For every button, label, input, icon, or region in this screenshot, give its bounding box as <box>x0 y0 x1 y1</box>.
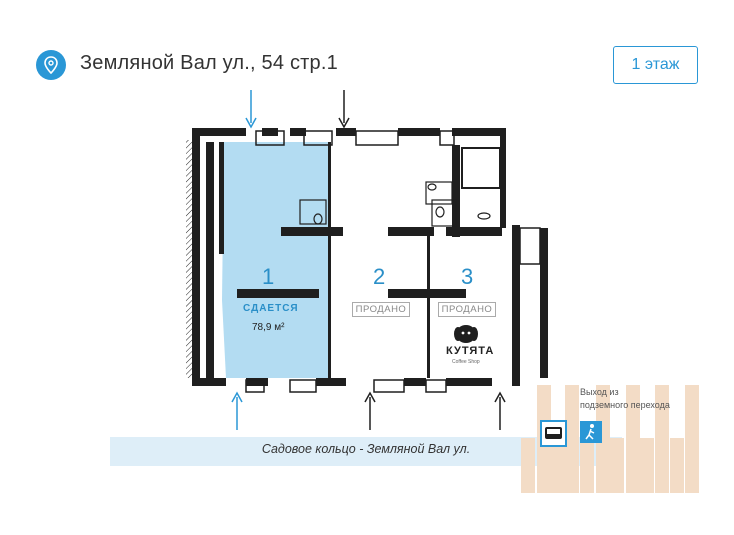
address-title: Земляной Вал ул., 54 стр.1 <box>80 52 338 74</box>
bus-stop-icon <box>540 420 567 447</box>
restroom-fixtures <box>299 181 491 227</box>
unit-2-number[interactable]: 2 <box>373 264 386 289</box>
tenant-logo-name: КУТЯТА <box>446 345 495 357</box>
crosswalk <box>521 385 699 493</box>
floor-selector-button[interactable]: 1 этаж <box>613 46 698 84</box>
unit-1-number[interactable]: 1 <box>262 264 275 289</box>
underpass-exit-line1: Выход из <box>580 387 619 397</box>
entrance-arrows <box>231 90 506 430</box>
unit-3-number[interactable]: 3 <box>461 264 474 289</box>
underpass-exit-label: Выход из подземного перехода <box>580 386 670 412</box>
unit-2-status: ПРОДАНО <box>352 302 410 317</box>
street-strip <box>110 437 622 466</box>
unit-1-area: 78,9 м² <box>252 322 285 333</box>
pedestrian-underpass-icon <box>580 421 602 443</box>
underpass-exit-line2: подземного перехода <box>580 400 670 410</box>
location-pin-icon <box>36 50 66 80</box>
walls <box>192 128 548 386</box>
street-name: Садовое кольцо - Земляной Вал ул. <box>261 442 471 456</box>
unit-3-status: ПРОДАНО <box>438 302 496 317</box>
windows <box>245 130 455 393</box>
coffee-shop-logo-icon <box>454 325 478 343</box>
unit-1-status: СДАЕТСЯ <box>243 303 299 314</box>
tenant-logo-subtitle: Coffee Shop <box>452 359 480 365</box>
unit-1-area <box>222 142 328 378</box>
